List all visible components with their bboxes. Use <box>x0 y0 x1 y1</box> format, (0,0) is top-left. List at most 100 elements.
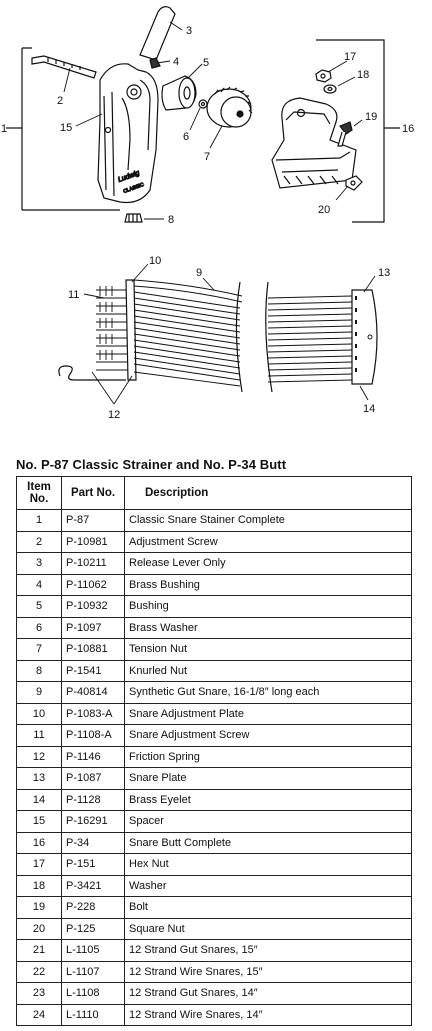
item-no-cell: 2 <box>16 530 62 553</box>
description-cell: Knurled Nut <box>124 659 412 682</box>
description-cell: 12 Strand Wire Snares, 15″ <box>124 960 412 983</box>
part-no-cell: P-87 <box>61 509 125 532</box>
item-no-cell: 23 <box>16 982 62 1005</box>
description-cell: 12 Strand Wire Snares, 14″ <box>124 1003 412 1026</box>
description-cell: 12 Strand Gut Snares, 14″ <box>124 982 412 1005</box>
item-no-cell: 14 <box>16 788 62 811</box>
description-cell: Brass Washer <box>124 616 412 639</box>
part-no-cell: P-11062 <box>61 573 125 596</box>
snare-wires-assembly <box>58 279 378 393</box>
item-no-cell: 3 <box>16 552 62 575</box>
part-no-cell: P-1108-A <box>61 724 125 747</box>
item-no-cell: 7 <box>16 638 62 661</box>
part-no-cell: P-1128 <box>61 788 125 811</box>
callout-13: 13 <box>378 267 390 279</box>
callout-16: 16 <box>402 123 414 135</box>
callout-17: 17 <box>344 51 356 63</box>
table-header-row: Item No. Part No. Description <box>16 476 412 510</box>
item-no-cell: 16 <box>16 831 62 854</box>
callout-8: 8 <box>168 214 174 226</box>
description-cell: Bushing <box>124 595 412 618</box>
description-cell: 12 Strand Gut Snares, 15″ <box>124 939 412 962</box>
part-no-cell: P-3421 <box>61 874 125 897</box>
callout-1: 1 <box>1 123 7 135</box>
snare-butt-assembly <box>271 39 400 223</box>
callout-19: 19 <box>365 111 377 123</box>
description-cell: Friction Spring <box>124 745 412 768</box>
callout-leaders-left <box>63 21 223 220</box>
item-no-cell: 4 <box>16 573 62 596</box>
item-no-cell: 22 <box>16 960 62 983</box>
description-cell: Square Nut <box>124 917 412 940</box>
header-description: Description <box>124 476 412 510</box>
callout-11: 11 <box>68 289 79 301</box>
item-no-cell: 6 <box>16 616 62 639</box>
part-no-cell: P-1087 <box>61 767 125 790</box>
description-cell: Bolt <box>124 896 412 919</box>
description-cell: Tension Nut <box>124 638 412 661</box>
part-no-cell: P-1146 <box>61 745 125 768</box>
item-no-cell: 10 <box>16 702 62 725</box>
description-cell: Release Lever Only <box>124 552 412 575</box>
description-cell: Snare Butt Complete <box>124 831 412 854</box>
callout-12: 12 <box>108 409 120 421</box>
callout-leaders-wires <box>83 263 376 405</box>
callout-5: 5 <box>203 57 209 69</box>
item-no-cell: 12 <box>16 745 62 768</box>
part-no-cell: P-10881 <box>61 638 125 661</box>
part-no-cell: P-16291 <box>61 810 125 833</box>
item-no-cell: 18 <box>16 874 62 897</box>
item-no-cell: 15 <box>16 810 62 833</box>
description-cell: Snare Adjustment Screw <box>124 724 412 747</box>
description-cell: Synthetic Gut Snare, 16-1/8″ long each <box>124 681 412 704</box>
description-cell: Hex Nut <box>124 853 412 876</box>
item-no-cell: 8 <box>16 659 62 682</box>
callout-15: 15 <box>60 122 72 134</box>
item-no-cell: 19 <box>16 896 62 919</box>
item-no-cell: 17 <box>16 853 62 876</box>
description-cell: Classic Snare Stainer Complete <box>124 509 412 532</box>
description-cell: Washer <box>124 874 412 897</box>
header-item-no: Item No. <box>16 476 62 510</box>
strainer-assembly: Ludwig CLASSIC <box>6 6 253 223</box>
part-no-cell: P-10932 <box>61 595 125 618</box>
description-cell: Spacer <box>124 810 412 833</box>
part-no-cell: L-1110 <box>61 1003 125 1026</box>
callout-18: 18 <box>357 69 369 81</box>
part-no-cell: L-1108 <box>61 982 125 1005</box>
item-no-cell: 24 <box>16 1003 62 1026</box>
callout-leaders-right <box>327 60 363 201</box>
item-no-cell: 20 <box>16 917 62 940</box>
part-no-cell: P-10211 <box>61 552 125 575</box>
part-no-cell: L-1107 <box>61 960 125 983</box>
parts-list-title: No. P-87 Classic Strainer and No. P-34 B… <box>16 457 287 472</box>
description-cell: Brass Eyelet <box>124 788 412 811</box>
item-no-cell: 5 <box>16 595 62 618</box>
description-cell: Snare Adjustment Plate <box>124 702 412 725</box>
callout-20: 20 <box>318 204 330 216</box>
part-no-cell: P-1097 <box>61 616 125 639</box>
part-no-cell: P-1083-A <box>61 702 125 725</box>
description-cell: Adjustment Screw <box>124 530 412 553</box>
